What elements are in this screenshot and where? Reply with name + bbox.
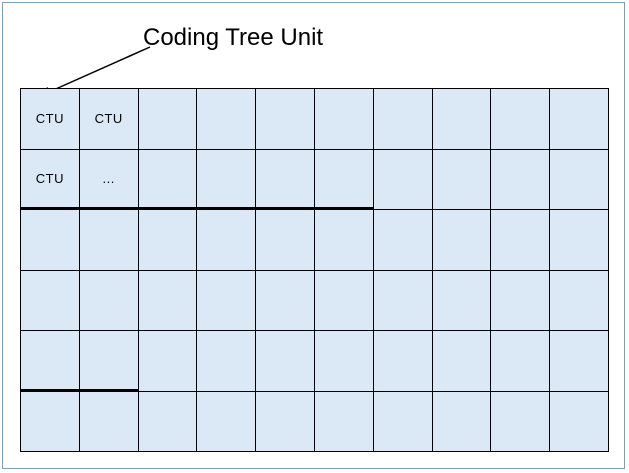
ctu-cell bbox=[432, 391, 492, 452]
ctu-cell bbox=[550, 89, 609, 150]
ctu-cell bbox=[197, 89, 257, 150]
ctu-cell bbox=[21, 210, 80, 271]
ctu-cell bbox=[550, 391, 609, 452]
ctu-cell bbox=[550, 331, 609, 392]
ctu-cell bbox=[491, 331, 551, 392]
ctu-cell bbox=[373, 89, 433, 150]
ctu-cell-labeled: ... bbox=[79, 149, 139, 210]
ctu-cell bbox=[256, 270, 315, 331]
ctu-cell-labeled: CTU bbox=[21, 89, 80, 150]
ctu-cell bbox=[550, 210, 609, 271]
ctu-cell bbox=[491, 89, 551, 150]
ctu-cell bbox=[491, 149, 551, 210]
ctu-cell bbox=[432, 149, 492, 210]
ctu-cell bbox=[550, 149, 609, 210]
ctu-cell bbox=[138, 331, 198, 392]
ctu-cell bbox=[373, 331, 433, 392]
ctu-cell bbox=[432, 210, 492, 271]
ctu-cell bbox=[197, 391, 257, 452]
ctu-cell bbox=[138, 210, 198, 271]
ctu-cell bbox=[256, 149, 315, 210]
ctu-cell bbox=[138, 89, 198, 150]
ctu-cell bbox=[79, 210, 139, 271]
ctu-cell bbox=[197, 270, 257, 331]
ctu-cell bbox=[373, 210, 433, 271]
ctu-cell bbox=[314, 210, 374, 271]
ctu-cell bbox=[373, 391, 433, 452]
ctu-cell bbox=[432, 270, 492, 331]
ctu-cell bbox=[314, 149, 374, 210]
ctu-cell bbox=[550, 270, 609, 331]
ctu-cell bbox=[197, 149, 257, 210]
ctu-cell bbox=[256, 210, 315, 271]
ctu-cell bbox=[138, 149, 198, 210]
ctu-cell bbox=[491, 270, 551, 331]
ctu-cell bbox=[432, 89, 492, 150]
ctu-cell bbox=[314, 331, 374, 392]
ctu-cell bbox=[256, 391, 315, 452]
ctu-cell bbox=[491, 391, 551, 452]
ctu-cell bbox=[373, 149, 433, 210]
ctu-cell bbox=[256, 89, 315, 150]
ctu-cell bbox=[79, 391, 139, 452]
ctu-cell bbox=[21, 331, 80, 392]
ctu-cell bbox=[21, 391, 80, 452]
ctu-cell bbox=[491, 210, 551, 271]
ctu-cell bbox=[314, 270, 374, 331]
ctu-cell bbox=[138, 391, 198, 452]
ctu-cell bbox=[197, 331, 257, 392]
ctu-cell bbox=[373, 270, 433, 331]
ctu-cell bbox=[314, 391, 374, 452]
diagram-title: Coding Tree Unit bbox=[143, 24, 324, 51]
ctu-cell bbox=[314, 89, 374, 150]
ctu-cell-labeled: CTU bbox=[79, 89, 139, 150]
ctu-cell bbox=[79, 331, 139, 392]
ctu-cell bbox=[197, 210, 257, 271]
ctu-cell-labeled: CTU bbox=[21, 149, 80, 210]
ctu-cell bbox=[138, 270, 198, 331]
ctu-cell bbox=[79, 270, 139, 331]
diagram-frame bbox=[2, 2, 625, 469]
ctu-cell bbox=[21, 270, 80, 331]
ctu-cell bbox=[432, 331, 492, 392]
ctu-cell bbox=[256, 331, 315, 392]
